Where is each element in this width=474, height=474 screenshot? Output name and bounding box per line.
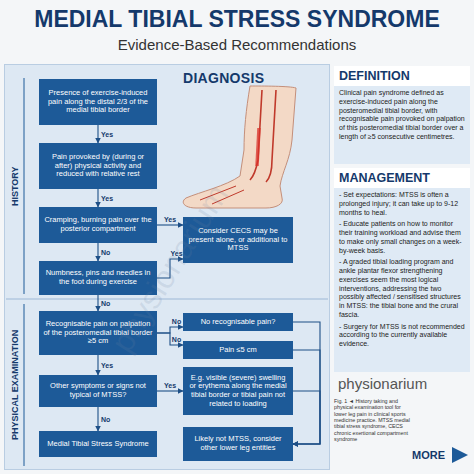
- edge-label: Yes: [164, 216, 176, 223]
- flow-connector: [97, 189, 98, 207]
- node-heading: Cramping, burning pain over the posterio…: [43, 216, 153, 233]
- figure-caption: Fig. 1 ◄ History taking and physical exa…: [334, 398, 412, 442]
- section-bracket: [24, 304, 25, 466]
- subtitle: Evidence-Based Recommendations: [0, 36, 474, 53]
- edge-label: Yes: [164, 382, 176, 389]
- section-label: PHYSICAL EXAMINATION: [8, 304, 22, 466]
- more-arrow: [452, 447, 468, 463]
- node-body: - A graded tibial loading program and an…: [339, 258, 465, 319]
- node-body: Clinical pain syndrome defined as exerci…: [339, 89, 465, 142]
- edge-label: Yes: [101, 195, 113, 202]
- process-box: Pain provoked by (during or after) physi…: [39, 143, 157, 189]
- node-heading: E.g. visible (severe) swelling or erythe…: [187, 374, 289, 409]
- node-heading: No recognisable pain?: [201, 318, 276, 327]
- flow-connector: [97, 407, 98, 431]
- section-label: HISTORY: [8, 78, 22, 294]
- node-heading: DEFINITION: [334, 66, 470, 86]
- node-heading: MANAGEMENT: [334, 168, 470, 188]
- brand-logo: physionarium: [338, 375, 470, 392]
- node-body: - Educate patients on how to monitor the…: [339, 220, 465, 255]
- node-heading: Medial Tibial Stress Syndrome: [47, 440, 148, 449]
- edge-label: No: [172, 336, 181, 343]
- node-body: - Set expectations: MTSS is often a prol…: [339, 191, 465, 217]
- process-box: Cramping, burning pain over the posterio…: [39, 207, 157, 243]
- flow-connector: [97, 355, 98, 375]
- flow-connector: [97, 243, 98, 261]
- outcome-box: E.g. visible (severe) swelling or erythe…: [183, 367, 293, 415]
- process-box: Presence of exercise-induced pain along …: [39, 79, 157, 125]
- node-body: - Surgery for MTSS is not recommended ac…: [339, 323, 465, 349]
- pain-region: [257, 128, 259, 166]
- edge-label: No: [101, 249, 110, 256]
- node-heading: DIAGNOSIS: [183, 70, 264, 86]
- edge-label: No: [101, 300, 110, 307]
- flow-connector: [97, 125, 98, 143]
- node-heading: Other symptoms or signs not typical of M…: [43, 382, 153, 399]
- node-heading: Presence of exercise-induced pain along …: [43, 89, 153, 115]
- flow-connector: [157, 390, 183, 391]
- flow-connector: [97, 295, 98, 311]
- edge-label: Yes: [101, 362, 113, 369]
- outcome-box: No recognisable pain?: [183, 313, 293, 331]
- node-heading: Pain provoked by (during or after) physi…: [43, 153, 153, 179]
- tibia-outline: [250, 90, 276, 182]
- node-heading: Numbness, pins and needles in the foot d…: [43, 269, 153, 286]
- edge-label: Yes: [101, 131, 113, 138]
- outcome-box: Likely not MTSS, consider other lower le…: [183, 427, 293, 461]
- section-bracket: [24, 78, 25, 294]
- main-title: MEDIAL TIBIAL STRESS SYNDROME: [0, 6, 474, 33]
- definition-card: DEFINITION Clinical pain syndrome defined…: [334, 66, 470, 164]
- process-box: Other symptoms or signs not typical of M…: [39, 375, 157, 407]
- edge-label: No: [101, 416, 110, 423]
- edge-label: No: [172, 318, 181, 325]
- result-box: Medial Tibial Stress Syndrome: [39, 431, 157, 457]
- edge-label: Yes: [170, 250, 182, 257]
- outcome-box: Pain ≤5 cm: [183, 341, 293, 359]
- management-card: MANAGEMENT - Set expectations: MTSS is of…: [334, 168, 470, 372]
- node-heading: Likely not MTSS, consider other lower le…: [187, 435, 289, 452]
- node-heading: Pain ≤5 cm: [219, 346, 256, 355]
